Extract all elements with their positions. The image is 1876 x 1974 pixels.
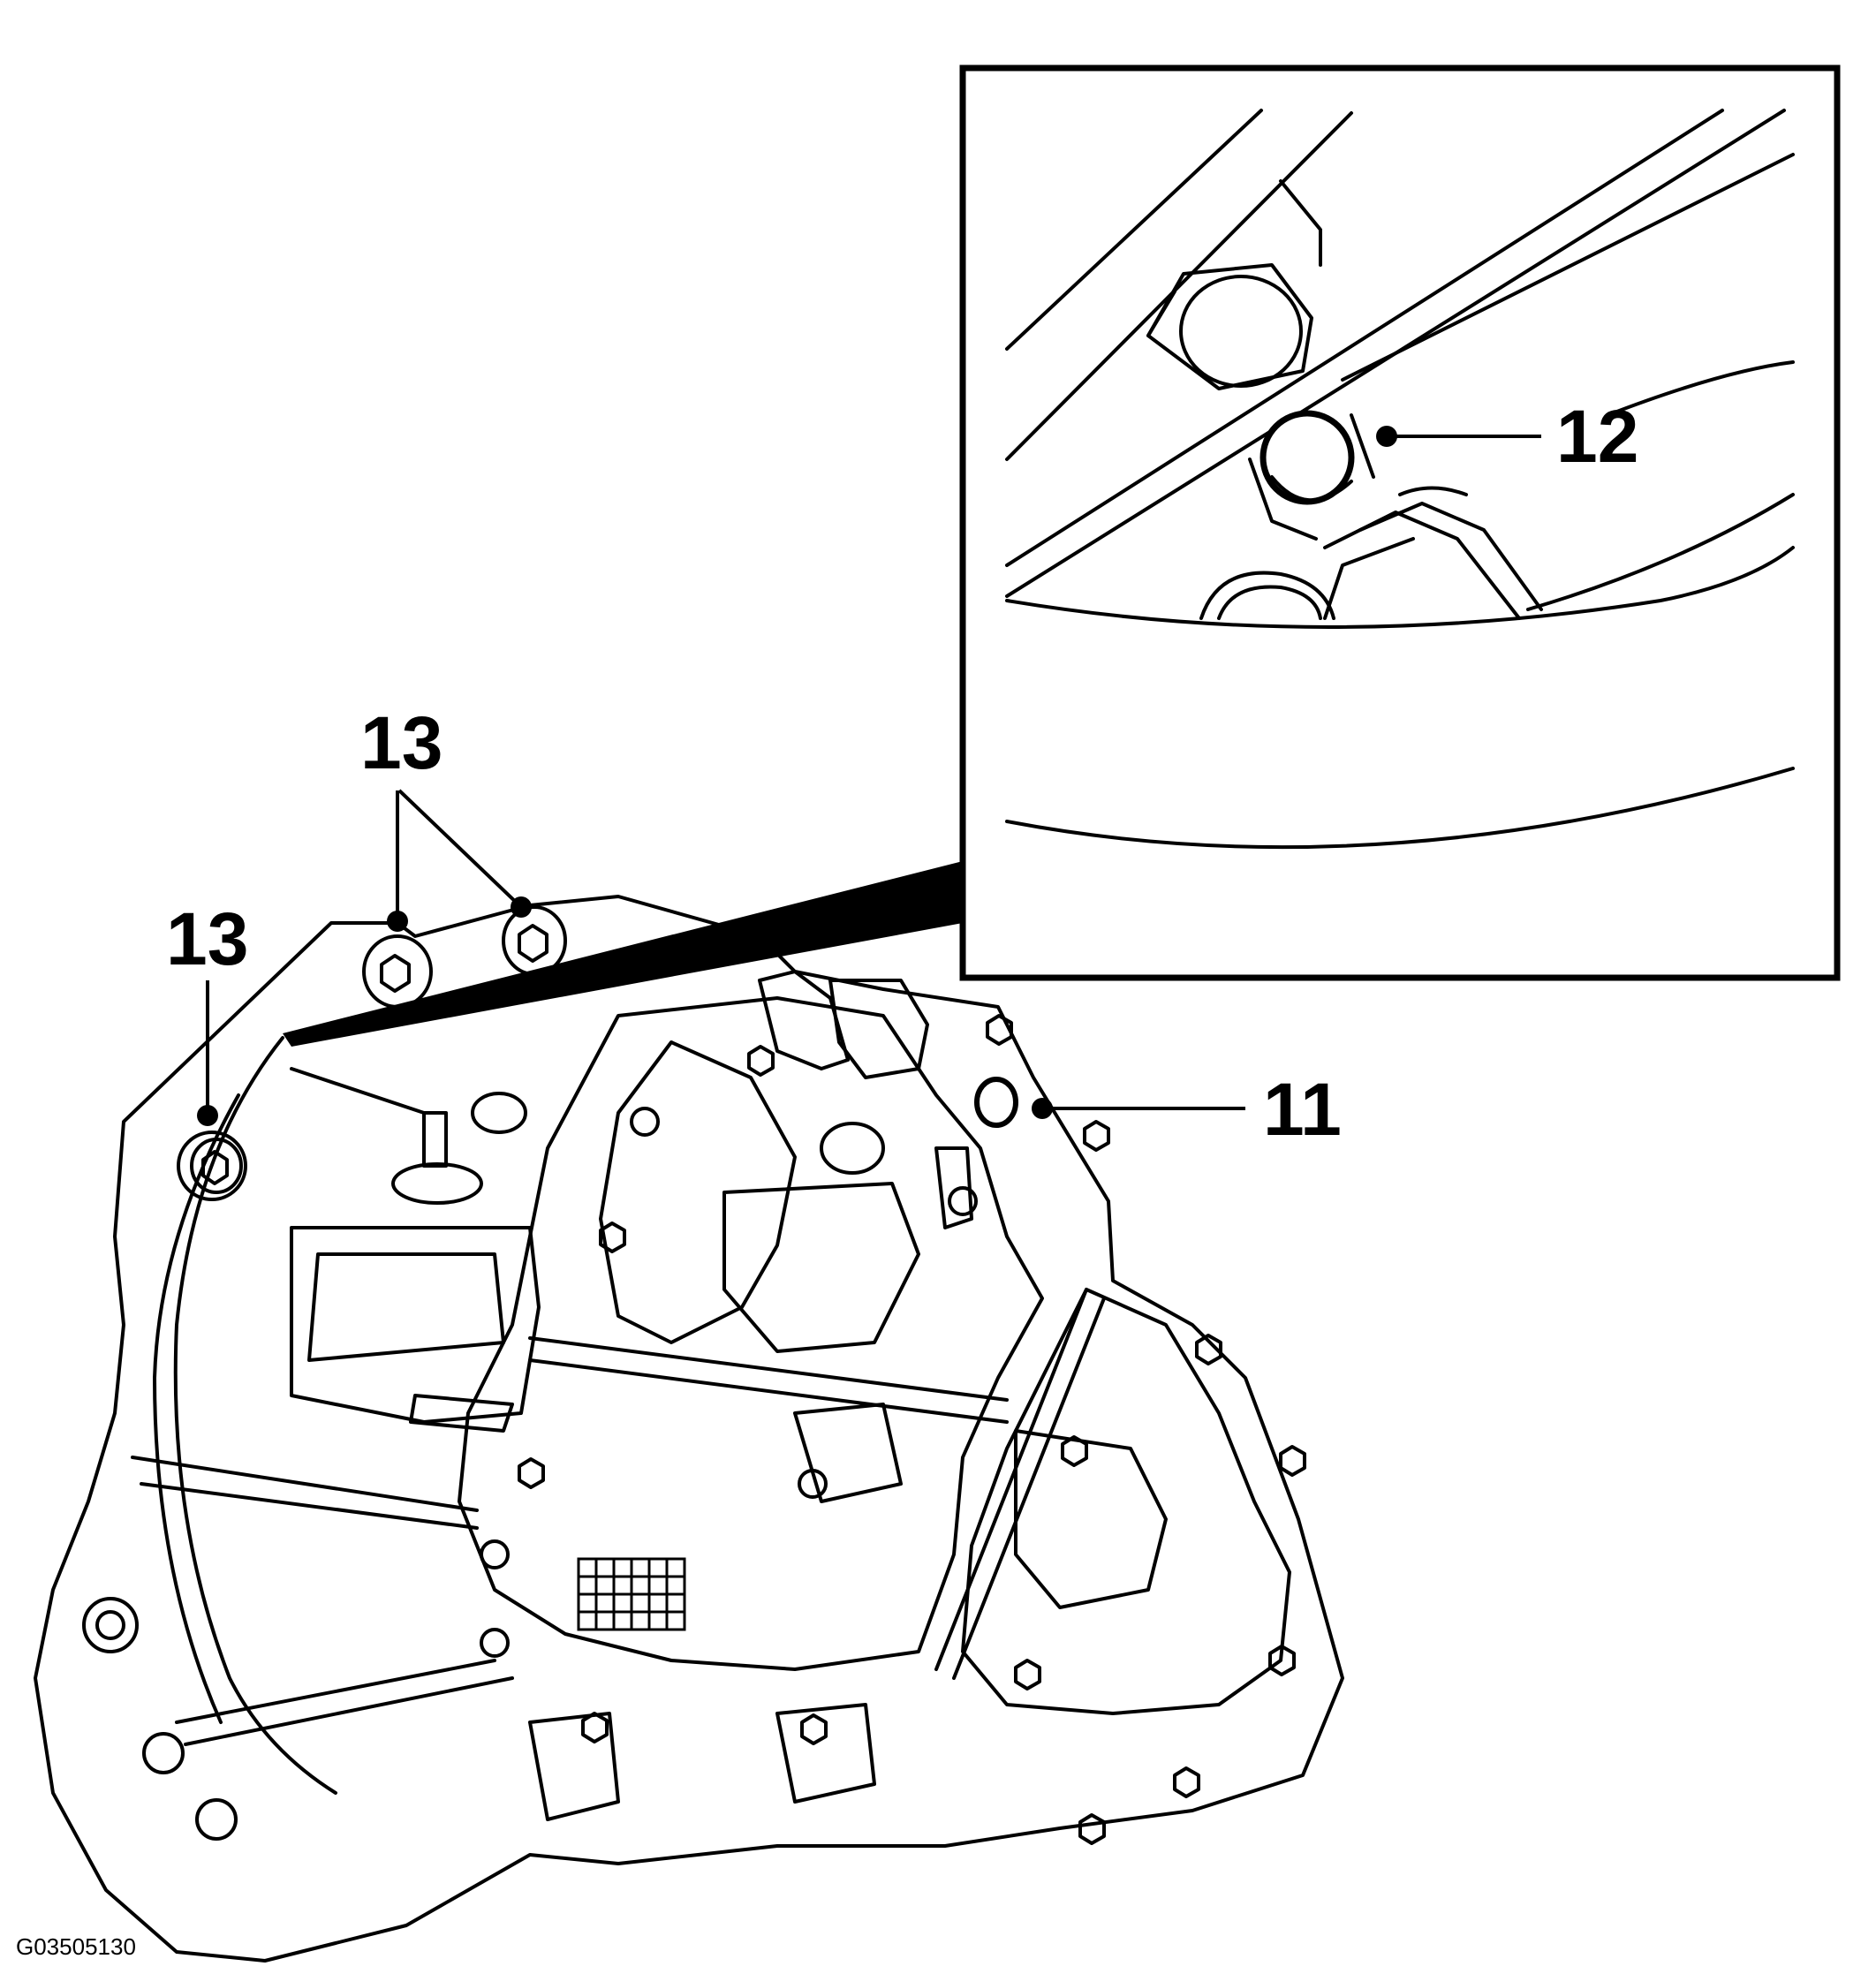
callout-13-top-group: 13 bbox=[360, 701, 532, 932]
inset-bracket bbox=[1199, 486, 1543, 620]
case-grille bbox=[577, 1557, 686, 1631]
transmission-body bbox=[34, 895, 1344, 1963]
case-bolts bbox=[518, 1014, 1306, 1845]
inset-plug-12 bbox=[1248, 410, 1375, 541]
inset-hex-bolt bbox=[1146, 179, 1322, 390]
callout-11-group: 11 bbox=[1032, 1068, 1342, 1151]
detail-inset: 12 bbox=[959, 64, 1841, 981]
callout-12: 12 bbox=[1556, 395, 1638, 478]
callout-11: 11 bbox=[1263, 1068, 1342, 1151]
callout-13-top: 13 bbox=[360, 701, 443, 784]
zoom-wedge bbox=[283, 861, 963, 1047]
figure-id: G03505130 bbox=[16, 1933, 136, 1960]
bolts-13 bbox=[190, 905, 567, 1194]
plug-11 bbox=[974, 1077, 1018, 1128]
callout-13-left: 13 bbox=[166, 897, 248, 980]
inset-frame bbox=[959, 64, 1841, 981]
callout-13-left-group: 13 bbox=[166, 897, 248, 1126]
